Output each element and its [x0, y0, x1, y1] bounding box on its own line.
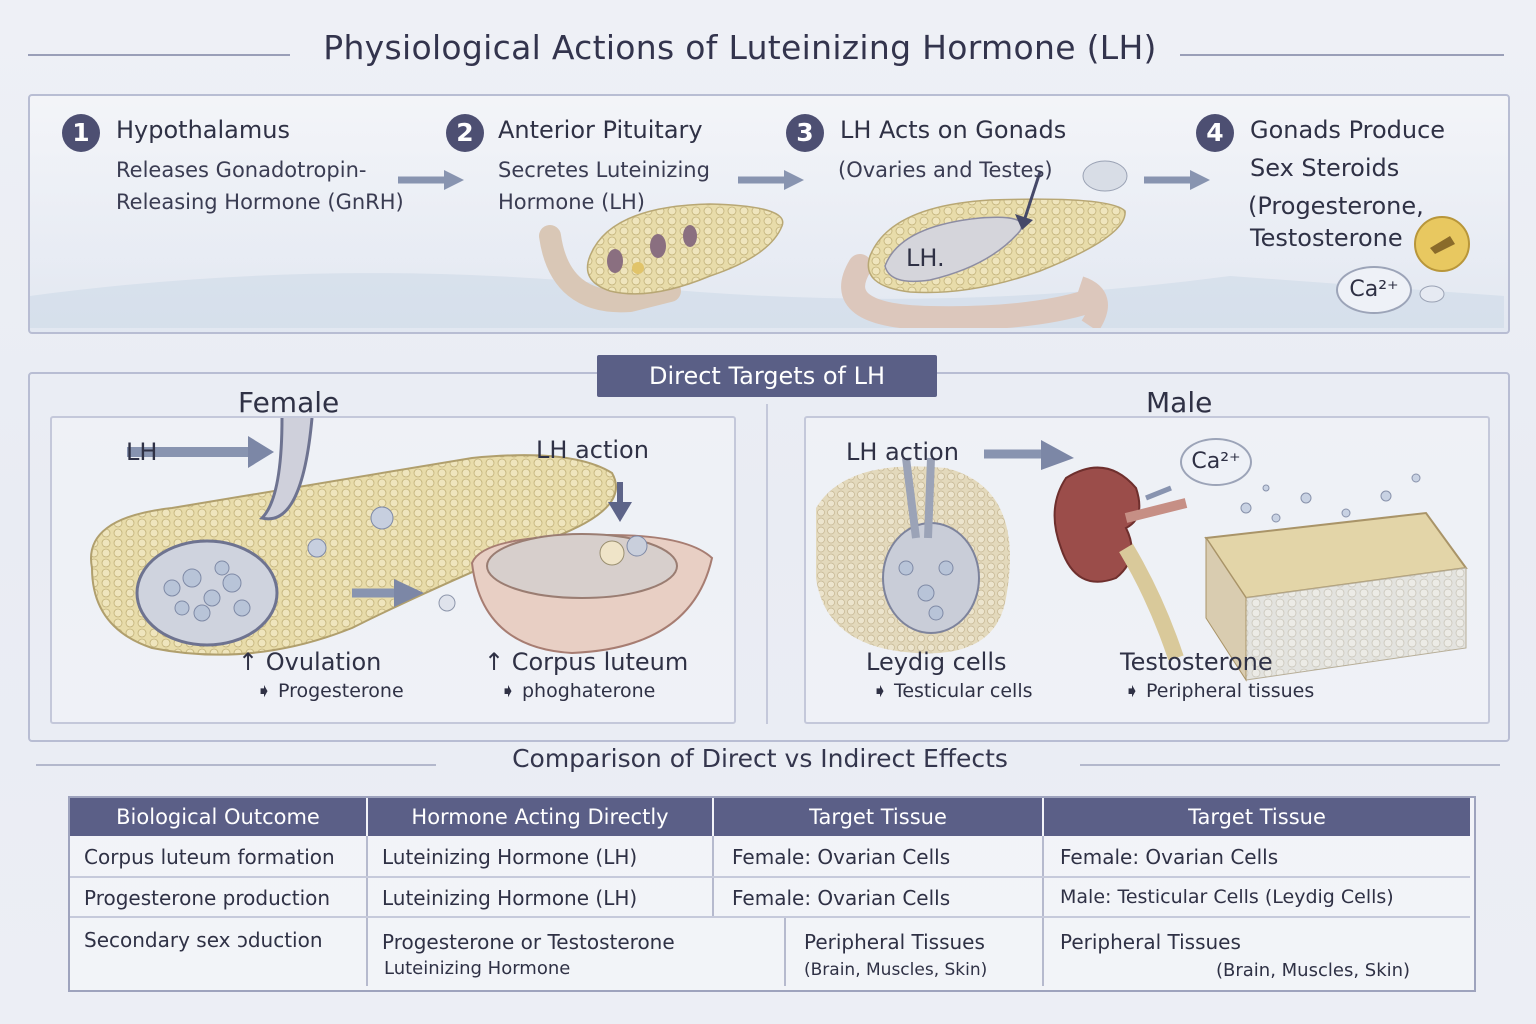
step-3-desc-line1: (Ovaries and Testes)	[838, 158, 1053, 182]
male-lh-action-label: LH action	[846, 438, 959, 466]
table-cell: Luteinizing Hormone	[384, 958, 571, 979]
table-cell: Luteinizing Hormone (LH)	[382, 845, 638, 869]
comparison-rule-left	[36, 764, 436, 766]
table-divider	[366, 836, 368, 986]
pathway-illustration	[30, 160, 1504, 328]
table-cell: Peripheral Tissues	[1060, 930, 1241, 954]
leydig-cells-sub-text: Testicular cells	[893, 680, 1033, 702]
female-lh-action-label: LH action	[536, 436, 649, 464]
calcium-ion-badge: Ca²⁺	[1336, 266, 1412, 314]
table-cell: Luteinizing Hormone (LH)	[382, 886, 638, 910]
page-title: Physiological Actions of Luteinizing Hor…	[323, 28, 1157, 67]
step-1-title: Hypothalamus	[116, 116, 290, 144]
step-4-desc-line2: (Progesterone,	[1248, 192, 1424, 220]
table-cell: Female: Ovarian Cells	[732, 845, 951, 869]
male-calcium-ion-badge: Ca²⁺	[1180, 438, 1252, 486]
table-cell: (Brain, Muscles, Skin)	[1216, 960, 1411, 981]
table-cell: Female: Ovarian Cells	[732, 886, 951, 910]
table-header-target-1: Target Tissue	[714, 798, 1042, 836]
table-row-divider	[70, 876, 1470, 878]
step-4-title: Gonads Produce	[1250, 116, 1446, 144]
table-cell: Corpus luteum formation	[84, 845, 335, 869]
title-rule-right	[1180, 54, 1504, 56]
table-row-divider	[70, 916, 1470, 918]
step-2-desc-line2: Hormone (LH)	[498, 190, 645, 214]
arrow-right-icon	[1144, 170, 1210, 190]
leydig-cells-label: Leydig cells	[866, 648, 1007, 676]
table-header-hormone: Hormone Acting Directly	[368, 798, 712, 836]
testosterone-label: Testosterone	[1120, 648, 1273, 676]
table-cell: Female: Ovarian Cells	[1060, 845, 1279, 869]
ovulation-label: ↑ Ovulation	[238, 648, 382, 676]
leydig-cells-sub: ➧ Testicular cells	[872, 680, 1033, 702]
table-cell: (Brain, Muscles, Skin)	[804, 960, 988, 980]
direct-targets-heading: Direct Targets of LH	[597, 355, 937, 397]
corpus-luteum-sub-text: phoghaterone	[521, 680, 656, 702]
step-2-title: Anterior Pituitary	[498, 116, 703, 144]
ovulation-sub: ➧ Progesterone	[256, 680, 404, 702]
step-3-title: LH Acts on Gonads	[840, 116, 1067, 144]
table-header-target-2: Target Tissue	[1044, 798, 1470, 836]
table-cell: Peripheral Tissues	[804, 930, 985, 954]
table-cell: Male: Testicular Cells (Leydig Cells)	[1060, 886, 1394, 908]
step-1-desc-line1: Releases Gonadotropin-	[116, 158, 367, 182]
table-cell: Progesterone production	[84, 886, 331, 910]
pathway-lh-label: LH.	[906, 244, 945, 272]
step-1-desc-line2: Releasing Hormone (GnRH)	[116, 190, 404, 214]
table-divider	[1042, 836, 1044, 986]
step-1-number: 1	[62, 114, 100, 152]
arrow-right-icon	[738, 170, 804, 190]
male-testis-illustration	[816, 440, 1468, 682]
female-lh-label: LH	[126, 438, 158, 466]
step-4-number: 4	[1196, 114, 1234, 152]
female-ovary-illustration	[90, 418, 714, 656]
female-heading: Female	[238, 386, 340, 419]
panel-divider	[766, 404, 768, 724]
table-divider	[784, 916, 786, 986]
table-cell: Progesterone or Testosterone	[382, 930, 675, 954]
testosterone-sub-text: Peripheral tissues	[1145, 680, 1315, 702]
corpus-luteum-sub: ➧ phoghaterone	[500, 680, 656, 702]
step-2-number: 2	[446, 114, 484, 152]
step-4-desc-line3: Testosterone	[1250, 224, 1403, 252]
title-rule-left	[28, 54, 290, 56]
comparison-title: Comparison of Direct vs Indirect Effects	[512, 744, 1008, 773]
testosterone-sub: ➧ Peripheral tissues	[1124, 680, 1315, 702]
male-heading: Male	[1146, 386, 1213, 419]
table-header-outcome: Biological Outcome	[70, 798, 366, 836]
comparison-rule-right	[1080, 764, 1500, 766]
step-2-desc-line1: Secretes Luteinizing	[498, 158, 710, 182]
arrow-right-icon	[398, 170, 464, 190]
step-4-desc-line1: Sex Steroids	[1250, 154, 1400, 182]
ovulation-sub-text: Progesterone	[277, 680, 404, 702]
step-3-number: 3	[786, 114, 824, 152]
corpus-luteum-label: ↑ Corpus luteum	[484, 648, 689, 676]
table-cell: Secondary sex ɔduction	[84, 928, 323, 952]
